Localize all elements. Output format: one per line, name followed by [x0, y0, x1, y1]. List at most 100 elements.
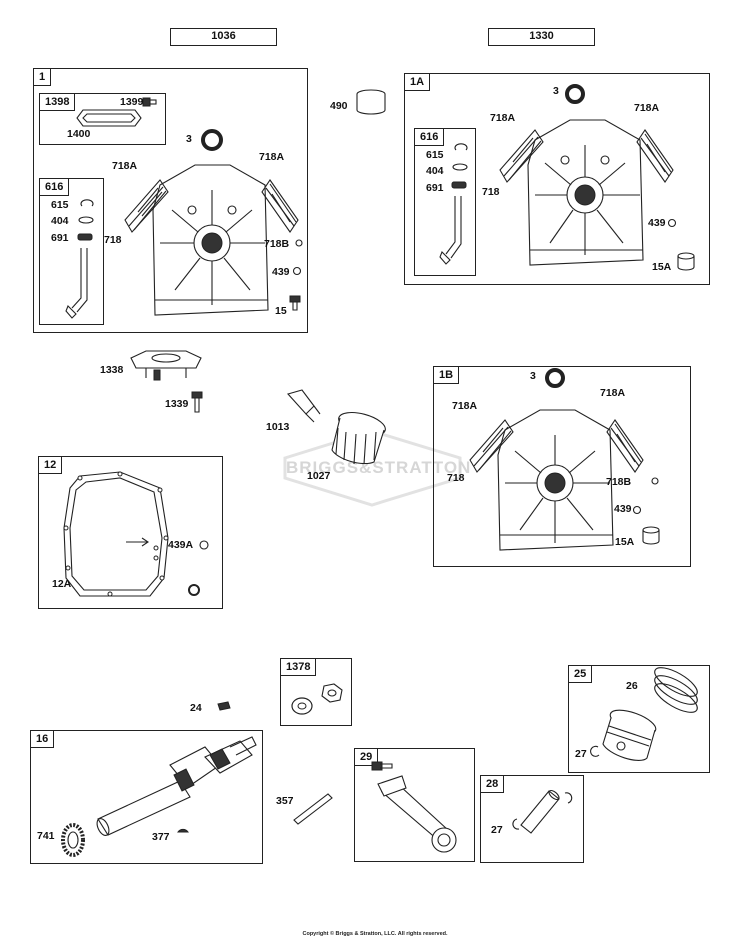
part-label-691: 691	[426, 182, 444, 194]
rings-26-drawing	[654, 667, 698, 713]
group-25-box[interactable]: 25	[568, 665, 710, 773]
pushrod-357-drawing	[293, 793, 333, 825]
bolt-15-drawing	[289, 295, 301, 311]
group-tag: 28	[480, 775, 505, 793]
part-label-439: 439	[272, 266, 290, 278]
plug-15a-drawing	[677, 252, 695, 271]
washer-439-drawing	[632, 505, 642, 515]
part-label-3: 3	[186, 133, 192, 145]
seal-3-drawing	[201, 129, 223, 151]
part-label-439a: 439A	[168, 539, 194, 551]
group-tag: 25	[568, 665, 593, 683]
crankcase-drawing-1330-1a	[499, 119, 674, 266]
crankcase-drawing-1036	[124, 164, 299, 316]
part-label-718a-right: 718A	[634, 102, 660, 114]
dipstick-tube-drawing	[439, 143, 468, 265]
model-1036-header: 1036	[170, 28, 277, 46]
group-tag: 12	[38, 456, 63, 474]
part-label-15a: 15A	[652, 261, 672, 273]
part-label-1027: 1027	[307, 470, 331, 482]
part-label-1338: 1338	[100, 364, 124, 376]
gasket-12a-drawing	[63, 471, 169, 597]
part-label-718a-left: 718A	[112, 160, 138, 172]
part-label-26: 26	[626, 680, 638, 692]
part-label-490: 490	[330, 100, 348, 112]
group-1-box[interactable]: 1	[33, 68, 308, 333]
part-label-718: 718	[104, 234, 122, 246]
part-label-718: 718	[447, 472, 465, 484]
washer-439a-drawing	[199, 540, 209, 550]
washer-439-drawing	[667, 218, 677, 228]
part-label-718: 718	[482, 186, 500, 198]
part-label-404: 404	[426, 165, 444, 177]
part-label-718b: 718B	[606, 476, 632, 488]
part-label-1399: 1399	[120, 96, 144, 108]
brand-watermark: BRIGGS&STRATTON	[286, 458, 472, 477]
group-616-box[interactable]: 616	[39, 178, 104, 325]
group-16-box[interactable]: 16	[30, 730, 263, 864]
part-label-27: 27	[575, 748, 587, 760]
group-tag: 1B	[433, 366, 460, 384]
part-label-718a-right: 718A	[600, 387, 626, 399]
group-1a-box[interactable]: 1A	[404, 73, 710, 285]
group-12-box[interactable]: 12	[38, 456, 223, 609]
part-label-1400: 1400	[67, 128, 91, 140]
group-tag: 16	[30, 730, 55, 748]
group-1398-box[interactable]: 1398	[39, 93, 166, 145]
part-label-615: 615	[426, 149, 444, 161]
part-label-12a: 12A	[52, 578, 72, 590]
gear-741-drawing	[61, 823, 85, 857]
pin-718b-drawing	[295, 239, 303, 247]
copyright-notice: Copyright © Briggs & Stratton, LLC. All …	[302, 931, 448, 937]
group-616-box[interactable]: 616	[414, 128, 476, 276]
part-label-691: 691	[51, 232, 69, 244]
washer-drawing	[188, 584, 200, 596]
group-1378-box[interactable]: 1378	[280, 658, 352, 726]
plug-15a-drawing	[642, 526, 660, 545]
crankshaft-drawing	[96, 736, 257, 836]
screw-1399-drawing	[142, 97, 157, 107]
part-label-718a-left: 718A	[452, 400, 478, 412]
group-28-box[interactable]: 28	[480, 775, 584, 863]
piston-pin-drawing	[512, 789, 573, 834]
group-tag: 1A	[404, 73, 431, 91]
oil-filter-1027-drawing	[331, 411, 386, 465]
clip-27-drawing	[590, 745, 600, 757]
pin-718b-drawing	[651, 477, 659, 485]
part-label-27: 27	[491, 824, 503, 836]
part-label-3: 3	[553, 85, 559, 97]
part-label-615: 615	[51, 199, 69, 211]
group-tag: 1378	[280, 658, 317, 676]
part-label-377: 377	[152, 831, 170, 843]
washer-439-drawing	[292, 266, 302, 276]
crankcase-drawing-1330-1b	[469, 409, 644, 551]
part-label-718b: 718B	[264, 238, 290, 250]
group-tag: 616	[39, 178, 70, 196]
seal-3-drawing	[545, 368, 565, 388]
part-label-404: 404	[51, 215, 69, 227]
part-label-3: 3	[530, 370, 536, 382]
cover-1338-drawing	[130, 350, 202, 381]
model-1330-header: 1330	[488, 28, 595, 46]
part-label-24: 24	[190, 702, 202, 714]
part-label-15a: 15A	[615, 536, 635, 548]
adapter-1013-drawing	[287, 389, 321, 423]
connecting-rod-drawing	[371, 761, 457, 853]
part-label-357: 357	[276, 795, 294, 807]
key-377-drawing	[177, 828, 189, 833]
part-label-439: 439	[614, 503, 632, 515]
part-label-718a-right: 718A	[259, 151, 285, 163]
group-1b-box[interactable]: 1B	[433, 366, 691, 567]
part-label-15: 15	[275, 305, 287, 317]
key-24-drawing	[217, 701, 231, 711]
gasket-1400-drawing	[76, 109, 142, 127]
dipstick-tube-drawing	[65, 199, 94, 319]
group-tag: 1398	[39, 93, 76, 111]
arrow-indicator	[126, 537, 149, 547]
group-tag: 616	[414, 128, 445, 146]
part-490-drawing	[356, 89, 386, 115]
part-label-439: 439	[648, 217, 666, 229]
washer-nut-1378-drawing	[291, 683, 343, 715]
bolt-1339-drawing	[191, 391, 203, 413]
part-label-1339: 1339	[165, 398, 189, 410]
